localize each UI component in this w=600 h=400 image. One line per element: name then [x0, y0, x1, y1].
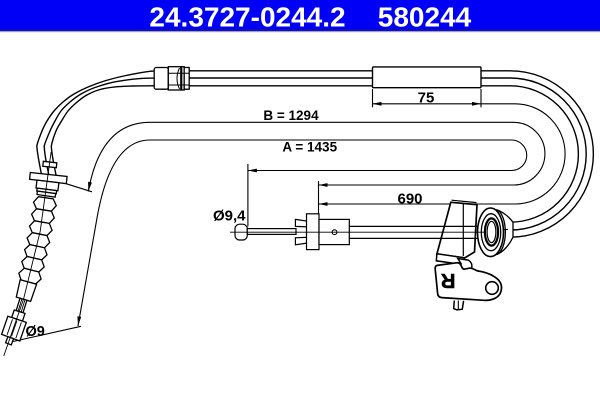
svg-text:R: R — [440, 269, 455, 291]
svg-text:B = 1294: B = 1294 — [263, 108, 319, 123]
svg-text:Ø9: Ø9 — [26, 324, 45, 340]
svg-text:Ø9,4: Ø9,4 — [213, 208, 246, 225]
svg-text:690: 690 — [397, 191, 422, 208]
svg-text:24.3727-0244.2: 24.3727-0244.2 — [149, 2, 345, 33]
svg-text:75: 75 — [418, 90, 435, 107]
svg-text:580244: 580244 — [378, 2, 472, 33]
svg-text:A = 1435: A = 1435 — [282, 140, 337, 155]
